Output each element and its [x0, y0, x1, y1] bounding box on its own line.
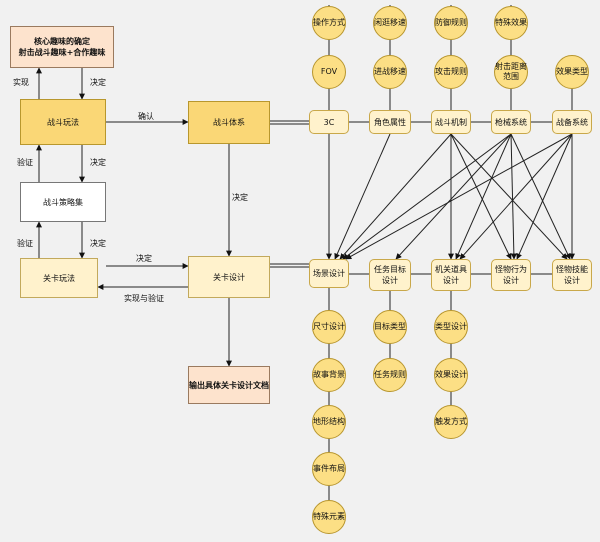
circle-target-type-label: 目标类型 [374, 322, 406, 331]
node-mission-target: 任务目标 设计 [369, 259, 411, 291]
circle-special-elem-label: 特殊元素 [313, 512, 345, 521]
circle-size-design: 尺寸设计 [312, 310, 346, 344]
node-monster-skill: 怪物技能 设计 [552, 259, 592, 291]
output-doc-box: 输出具体关卡设计文档 [188, 366, 270, 404]
circle-attack-rule: 攻击规则 [434, 55, 468, 89]
node-3c: 3C [309, 110, 349, 134]
node-scene-design: 场景设计 [309, 259, 349, 288]
battle-strategy-label: 战斗策略集 [43, 197, 83, 207]
circle-type-design-label: 类型设计 [435, 322, 467, 331]
circle-fov: FOV [312, 55, 346, 89]
circle-op-mode-label: 操作方式 [313, 18, 345, 27]
node-scene-design-label: 场景设计 [313, 269, 345, 278]
core-fun-text: 核心趣味的确定 射击战斗趣味+合作趣味 [18, 37, 106, 57]
node-mech-props-label: 机关道具 设计 [435, 265, 467, 285]
circle-story-bg: 故事背景 [312, 358, 346, 392]
label-decide-2: 决定 [90, 158, 106, 167]
circle-special-elem: 特殊元素 [312, 500, 346, 534]
label-decide-3: 决定 [232, 193, 248, 202]
circle-attack-rule-label: 攻击规则 [435, 67, 467, 76]
battle-system-label: 战斗体系 [213, 118, 245, 127]
battle-strategy-box: 战斗策略集 [20, 182, 106, 222]
output-doc-label: 输出具体关卡设计文档 [189, 380, 269, 390]
circle-size-design-label: 尺寸设计 [313, 322, 345, 331]
circle-op-mode: 操作方式 [312, 6, 346, 40]
circle-target-type: 目标类型 [373, 310, 407, 344]
label-verify-1: 验证 [17, 158, 33, 167]
label-decide-5: 决定 [136, 254, 152, 263]
node-role-attr: 角色属性 [369, 110, 411, 134]
label-decide-4: 决定 [90, 239, 106, 248]
circle-type-design: 类型设计 [434, 310, 468, 344]
circle-idle-move-label: 闲逛移速 [374, 18, 406, 27]
label-confirm: 确认 [138, 112, 154, 121]
battle-play-label: 战斗玩法 [47, 117, 79, 127]
label-realize: 实现 [13, 78, 29, 87]
circle-idle-move: 闲逛移速 [373, 6, 407, 40]
circle-effect-type-label: 效果类型 [556, 67, 588, 76]
circle-terrain-label: 地形结构 [313, 417, 345, 426]
label-impl-verify: 实现与验证 [124, 294, 164, 303]
core-fun-box: 核心趣味的确定 射击战斗趣味+合作趣味 [10, 26, 114, 68]
circle-story-bg-label: 故事背景 [313, 370, 345, 379]
node-mech-props: 机关道具 设计 [431, 259, 471, 291]
node-gun-system-label: 枪械系统 [495, 117, 527, 127]
circle-mission-rule: 任务规则 [373, 358, 407, 392]
node-3c-label: 3C [323, 117, 335, 127]
label-decide-1: 决定 [90, 78, 106, 87]
circle-special-effect-label: 特殊效果 [495, 18, 527, 27]
circle-fov-label: FOV [320, 67, 338, 76]
node-monster-skill-label: 怪物技能 设计 [556, 265, 588, 285]
node-equip-system-label: 战备系统 [556, 117, 588, 127]
circle-trigger-mode-label: 触发方式 [435, 417, 467, 426]
circle-effect-design-label: 效果设计 [435, 370, 467, 379]
node-monster-behavior: 怪物行为 设计 [491, 259, 531, 291]
battle-play-box: 战斗玩法 [20, 99, 106, 145]
circle-shoot-range: 射击距离 范围 [494, 55, 528, 89]
circle-event-layout-label: 事件布局 [313, 464, 345, 473]
node-role-attr-label: 角色属性 [374, 117, 406, 127]
circle-special-effect: 特殊效果 [494, 6, 528, 40]
node-equip-system: 战备系统 [552, 110, 592, 134]
circle-effect-design: 效果设计 [434, 358, 468, 392]
battle-system-box: 战斗体系 [188, 101, 270, 144]
circle-trigger-mode: 触发方式 [434, 405, 468, 439]
circle-shoot-range-label: 射击距离 范围 [495, 62, 527, 81]
label-verify-2: 验证 [17, 239, 33, 248]
node-mission-target-label: 任务目标 设计 [374, 265, 406, 285]
circle-combat-move: 进战移速 [373, 55, 407, 89]
circle-effect-type: 效果类型 [555, 55, 589, 89]
level-design-box: 关卡设计 [188, 256, 270, 298]
circle-event-layout: 事件布局 [312, 452, 346, 486]
circle-terrain: 地形结构 [312, 405, 346, 439]
node-battle-mech: 战斗机制 [431, 110, 471, 134]
level-play-box: 关卡玩法 [20, 258, 98, 298]
circle-defense-rule: 防御规则 [434, 6, 468, 40]
node-gun-system: 枪械系统 [491, 110, 531, 134]
circle-defense-rule-label: 防御规则 [435, 18, 467, 27]
node-monster-behavior-label: 怪物行为 设计 [495, 265, 527, 285]
level-design-label: 关卡设计 [213, 272, 245, 282]
circle-combat-move-label: 进战移速 [374, 67, 406, 76]
level-play-label: 关卡玩法 [43, 273, 75, 283]
circle-mission-rule-label: 任务规则 [374, 370, 406, 379]
node-battle-mech-label: 战斗机制 [435, 117, 467, 127]
